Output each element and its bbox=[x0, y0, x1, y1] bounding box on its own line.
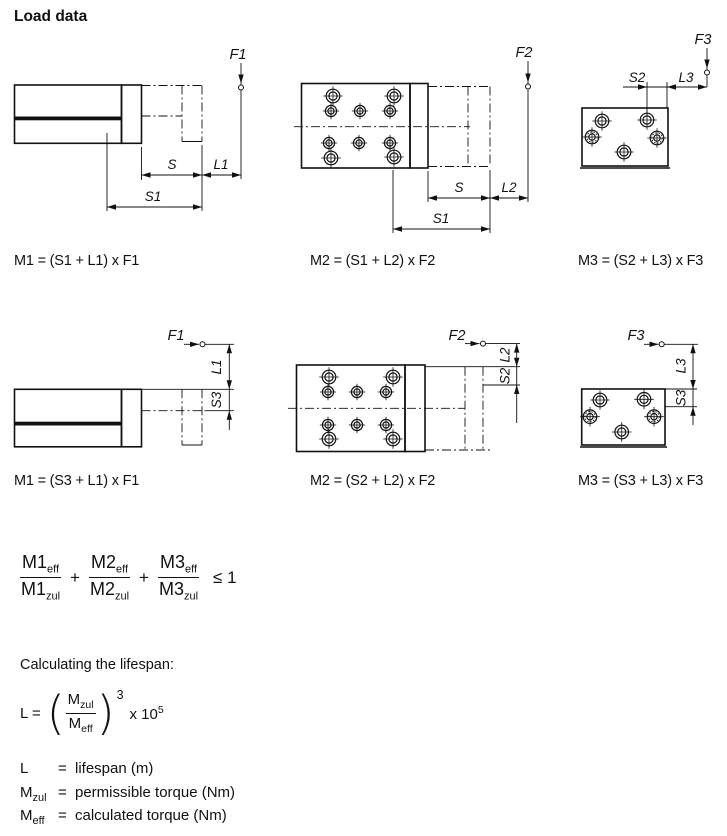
dim-label-l3: L3 bbox=[674, 358, 689, 374]
dim-label-l3: L3 bbox=[678, 70, 694, 85]
lifespan-heading: Calculating the lifespan: bbox=[20, 657, 174, 673]
exponent: 3 bbox=[116, 688, 124, 702]
lifespan-lhs: L = bbox=[20, 704, 41, 722]
formula-m1-row1: M1 = (S1 + L1) x F1 bbox=[14, 253, 140, 269]
carriage-phantom bbox=[428, 86, 491, 167]
dimension-l1-s3: L1 S3 bbox=[141, 344, 234, 430]
fraction-m3: M3eff M3zul bbox=[157, 552, 200, 603]
fraction-m2: M2eff M2zul bbox=[88, 552, 131, 603]
force-label: F2 bbox=[449, 328, 466, 344]
dimension-s1: S1 bbox=[106, 133, 202, 211]
force-arrow-f1: F1 bbox=[168, 328, 234, 348]
dim-label-l2: L2 bbox=[501, 180, 517, 195]
dim-label-s1: S1 bbox=[145, 189, 162, 204]
diagram-m1-horizontal-load: F1 L1 S3 bbox=[13, 328, 234, 448]
dim-label-s: S bbox=[167, 157, 176, 172]
dim-label-s: S bbox=[454, 180, 463, 195]
force-arrow-f3: F3 bbox=[695, 32, 712, 87]
dim-label-s2: S2 bbox=[629, 70, 646, 85]
diagram-m1-vertical-load: F1 S L1 S1 bbox=[13, 47, 247, 211]
formula-m2-row2: M2 = (S2 + L2) x F2 bbox=[310, 473, 436, 489]
legend: L = lifespan (m) Mzul = permissible torq… bbox=[20, 760, 235, 831]
dim-label-s1: S1 bbox=[433, 211, 450, 226]
dimension-l2-s2: L2 S2 bbox=[425, 343, 520, 423]
carriage-phantom bbox=[141, 389, 206, 446]
fraction-m1: M1eff M1zul bbox=[20, 552, 62, 603]
lifespan-formula: L = ( Mzul Meff ) 3 x 105 bbox=[20, 688, 164, 738]
legend-row-l: L = lifespan (m) bbox=[20, 760, 154, 777]
dimension-s1: S1 bbox=[392, 170, 490, 233]
multiplier: x 105 bbox=[129, 703, 164, 723]
force-arrow-f3: F3 bbox=[628, 328, 698, 348]
force-label: F3 bbox=[628, 328, 645, 344]
formula-m3-row2: M3 = (S3 + L3) x F3 bbox=[578, 473, 704, 489]
diagram-m2-horizontal-load: F2 L2 S2 bbox=[288, 328, 520, 453]
diagram-m3-vertical-load: F3 S2 L3 bbox=[580, 32, 712, 169]
force-arrow-f1: F1 bbox=[230, 47, 247, 179]
dimension-s-l2: S L2 bbox=[427, 170, 528, 233]
dim-label-l1: L1 bbox=[213, 157, 228, 172]
plate-body bbox=[288, 364, 465, 453]
plate-body bbox=[294, 82, 470, 169]
dim-label-l2: L2 bbox=[498, 347, 513, 363]
page-title: Load data bbox=[14, 8, 88, 25]
force-arrow-f2: F2 bbox=[449, 328, 520, 347]
force-label: F2 bbox=[516, 45, 533, 61]
open-paren: ( bbox=[46, 686, 65, 740]
combined-load-formula: M1eff M1zul + M2eff M2zul + M3eff M3zul … bbox=[20, 552, 237, 603]
close-paren: ) bbox=[96, 686, 115, 740]
carriage-phantom bbox=[141, 85, 203, 142]
force-label: F1 bbox=[168, 328, 185, 344]
dim-label-l1: L1 bbox=[209, 359, 224, 374]
legend-row-meff: Meff = calculated torque (Nm) bbox=[20, 807, 227, 827]
legend-row-mzul: Mzul = permissible torque (Nm) bbox=[20, 783, 236, 804]
dimension-s-l1: S L1 bbox=[141, 145, 241, 211]
fraction-mzul-meff: Mzul Meff bbox=[65, 691, 96, 735]
plus-sign: + bbox=[139, 567, 149, 587]
diagram-m2-vertical-load: F2 S L2 S1 bbox=[294, 45, 533, 233]
dim-label-s3: S3 bbox=[209, 391, 224, 408]
rail-body bbox=[13, 388, 143, 448]
rail-body bbox=[13, 84, 143, 145]
bolt-holes bbox=[579, 388, 665, 443]
bolt-holes bbox=[581, 109, 668, 163]
formula-m3-row1: M3 = (S2 + L3) x F3 bbox=[578, 253, 704, 269]
relation-leq-1: ≤ 1 bbox=[213, 567, 237, 587]
dimension-l3-s3: L3 S3 bbox=[665, 344, 697, 425]
plus-sign: + bbox=[70, 567, 80, 587]
diagram-m3-horizontal-load: F3 L3 S3 bbox=[579, 328, 698, 448]
formula-m2-row1: M2 = (S1 + L2) x F2 bbox=[310, 253, 436, 269]
force-arrow-f2: F2 bbox=[516, 45, 533, 202]
formula-m1-row2: M1 = (S3 + L1) x F1 bbox=[14, 473, 140, 489]
carriage-phantom bbox=[425, 366, 490, 451]
dim-label-s2: S2 bbox=[498, 367, 513, 384]
force-label: F3 bbox=[695, 32, 712, 48]
dimension-s2-l3: S2 L3 bbox=[623, 70, 707, 115]
force-label: F1 bbox=[230, 47, 247, 63]
dim-label-s3: S3 bbox=[674, 389, 689, 406]
plate-body bbox=[580, 107, 670, 169]
